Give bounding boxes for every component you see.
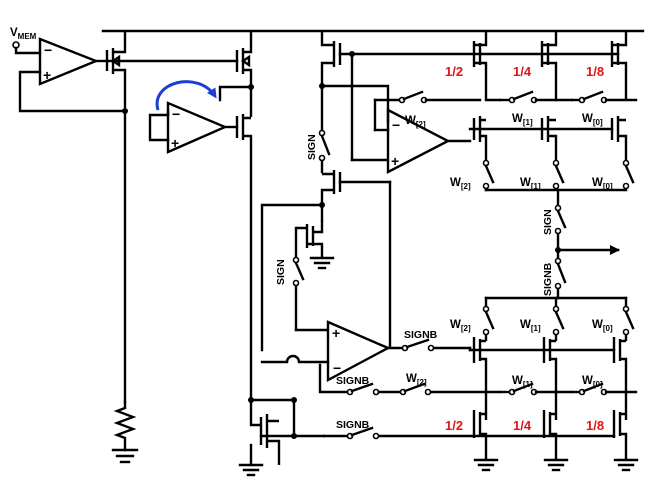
input-opamp: − + <box>38 37 100 86</box>
switch-sign-2 <box>292 256 305 287</box>
feedback-loop-arrow <box>155 80 217 111</box>
label-w2-vbot: W[2] <box>450 319 471 333</box>
svg-text:−: − <box>333 360 341 376</box>
label-w2-bot: W[2] <box>406 373 427 387</box>
switch-w1-bot <box>498 382 558 396</box>
switch-w0-bot <box>570 382 638 396</box>
input-opamp-minus: − <box>44 42 52 58</box>
label-w1-vtop: W[1] <box>520 177 541 191</box>
ratio-bot-quarter: 1/4 <box>513 418 532 433</box>
ratio-top-quarter: 1/4 <box>513 64 532 79</box>
switch-w1-top-h <box>498 90 558 104</box>
ground-2 <box>238 463 264 477</box>
loop-opamp: − + <box>166 101 229 154</box>
switch-w0-vtop <box>622 159 635 190</box>
ground-1 <box>111 448 139 464</box>
label-signb-3: SIGNB <box>336 375 370 387</box>
switch-w2-top <box>373 90 482 104</box>
switch-sign-1 <box>318 129 331 162</box>
switch-w2-vbot <box>482 296 495 336</box>
ratio-bot-eighth: 1/8 <box>586 418 604 433</box>
cascode-pmos-top <box>235 31 253 117</box>
resistor <box>113 400 137 452</box>
vmem-label: VMEM <box>10 27 37 41</box>
label-w1-top: W[1] <box>512 113 533 127</box>
label-w2-vtop: W[2] <box>450 177 471 191</box>
label-sign-2: SIGN <box>275 259 287 285</box>
switch-signb-2 <box>554 257 567 290</box>
label-w0-top: W[0] <box>582 113 603 127</box>
nmos-sign <box>296 220 324 258</box>
svg-text:−: − <box>172 106 180 122</box>
bottom-nmos-left <box>249 400 281 465</box>
input-opamp-plus: + <box>43 67 51 83</box>
sign-opamp-top: − + <box>386 108 451 174</box>
label-signb-4: SIGNB <box>336 419 370 431</box>
svg-text:+: + <box>171 135 179 151</box>
switch-sign-3 <box>554 204 567 235</box>
switch-signb-3 <box>346 382 380 396</box>
nmos-array-bottom-cascode <box>472 335 628 392</box>
label-w2-top: W[2] <box>405 115 426 129</box>
signb-opamp-bottom: + − <box>326 320 391 382</box>
cascode-pmos-bottom <box>235 114 253 400</box>
nmos-array-bottom <box>472 392 628 460</box>
switch-w2-vtop <box>482 159 495 190</box>
label-signb-1: SIGNB <box>404 329 438 341</box>
switch-w0-top-h <box>570 90 638 104</box>
label-sign-3: SIGN <box>542 209 554 235</box>
svg-text:+: + <box>391 153 399 169</box>
ground-6 <box>613 458 639 472</box>
label-w1-vbot: W[1] <box>520 319 541 333</box>
svg-text:−: − <box>392 117 400 133</box>
switch-w1-vtop <box>552 159 565 190</box>
ratio-bot-half: 1/2 <box>445 418 463 433</box>
pmos-top-half <box>320 31 342 86</box>
svg-text:+: + <box>332 325 340 341</box>
switch-signb-1 <box>401 338 435 352</box>
ground-5 <box>543 458 569 472</box>
ratio-top-eighth: 1/8 <box>586 64 604 79</box>
switch-w0-vbot <box>622 296 635 336</box>
pmos-array-top-cascode <box>472 116 628 160</box>
input-pmos <box>105 31 127 108</box>
label-w0-vtop: W[0] <box>592 177 613 191</box>
switch-w1-vbot <box>552 296 565 336</box>
pmos-mid <box>320 170 342 205</box>
label-signb-2: SIGNB <box>542 262 554 296</box>
ground-4 <box>473 458 499 472</box>
switch-w2-bot <box>399 382 432 396</box>
label-sign-1: SIGN <box>306 134 318 160</box>
ground-3 <box>309 256 335 270</box>
ratio-top-half: 1/2 <box>445 64 463 79</box>
switch-signb-4 <box>346 426 380 440</box>
label-w0-vbot: W[0] <box>592 319 613 333</box>
